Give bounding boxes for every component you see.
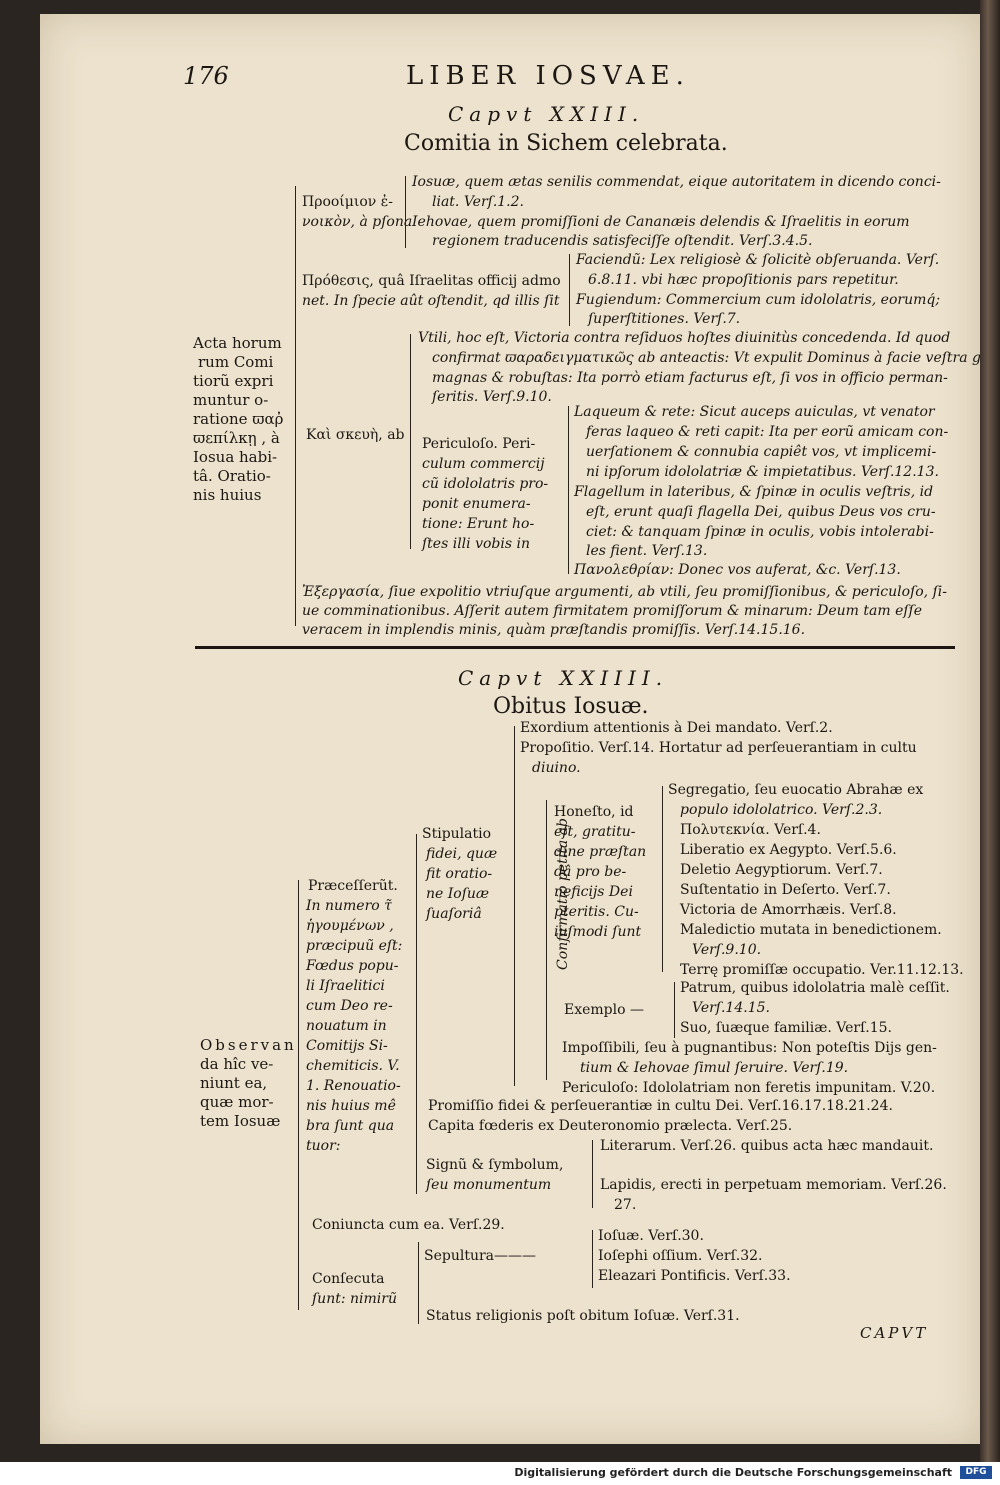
signum-literarum: Literarum. Verſ.26. quibus acta hæc mand… — [600, 1138, 934, 1154]
coniuncta: Coniuncta cum ea. Verſ.29. — [312, 1217, 505, 1233]
panolethria: Πανολεθρίαν: Donec vos auferat, &c. Verſ… — [574, 562, 901, 578]
laqueum-2: feras laqueo & reti capit: Ita per eorũ … — [586, 424, 949, 440]
prooemium-iosuae-1: Iosuæ, quem ætas senilis commendat, eiqu… — [412, 174, 941, 190]
exemplo-patrum-2: Verſ.14.15. — [692, 1000, 770, 1016]
bracket-stipulatio — [514, 726, 515, 1086]
prooemium-label-2: νοικὸν, à pſona — [302, 214, 413, 230]
bracket-prothesis — [569, 254, 570, 326]
laqueum-3: uerſationem & connubia capiêt vos, vt im… — [586, 444, 937, 460]
exordium: Exordium attentionis à Dei mandato. Verſ… — [520, 720, 833, 736]
bracket-signum — [592, 1140, 593, 1208]
prothesis-label-2: net. In ſpecie aût oſtendit, qd illis ſi… — [302, 293, 560, 309]
flagellum-4: les fient. Verſ.13. — [586, 543, 708, 559]
promissio: Promiſſio fidei & perſeuerantiæ in cultu… — [428, 1098, 893, 1114]
bracket-kataskeue — [410, 334, 411, 549]
bracket-observanda — [298, 880, 299, 1310]
exergasia-2: ue comminationibus. Aſſerit autem firmit… — [302, 603, 923, 619]
sepultura-eleazari: Eleazari Pontificis. Verſ.33. — [598, 1268, 791, 1284]
consecuta-label-2: ſunt: nimirũ — [312, 1291, 397, 1307]
chapter-23-title: Comitia in Sichem celebrata. — [404, 131, 728, 156]
utili-4: ſeritis. Verſ.9.10. — [432, 389, 552, 405]
signum-label-1: Signũ & ſymbolum, — [426, 1157, 564, 1173]
exergasia-3: veracem in implendis minis, quàm præſtan… — [302, 622, 806, 638]
impossibili-1: Impoſſibili, ſeu à pugnantibus: Non pote… — [562, 1040, 937, 1056]
bracket-praecesserunt — [416, 834, 417, 1194]
laqueum-4: ni ipſorum idololatriæ & impietatibus. V… — [586, 464, 939, 480]
utili-2: confirmat ϖαραδειγματικῶς ab anteactis: … — [432, 350, 1000, 366]
book-page: 176 LIBER IOSVAE. Capvt XXIII. Comitia i… — [40, 14, 1000, 1444]
flagellum-1: Flagellum in lateribus, & ſpinæ in oculi… — [574, 484, 934, 500]
utili-3: magnas & robuſtas: Ita porrò etiam factu… — [432, 370, 948, 386]
running-title: LIBER IOSVAE. — [406, 61, 690, 91]
exemplo-suo: Suo, ſuæque familiæ. Verſ.15. — [680, 1020, 893, 1036]
bracket-consecuta — [418, 1242, 419, 1324]
prothesis-faciendum-1: Faciendũ: Lex religiosè & ſolicitè obſer… — [576, 252, 940, 268]
prothesis-faciendum-2: 6.8.11. vbi hæc propoſitionis pars repet… — [588, 272, 899, 288]
honesto-segregatio-1: Segregatio, ſeu euocatio Abrahæ ex — [668, 782, 924, 798]
exemplo-label: Exemplo — — [564, 1002, 644, 1018]
dfg-logo: DFG — [960, 1466, 992, 1479]
capita: Capita fœderis ex Deuteronomio prælecta.… — [428, 1118, 793, 1134]
propositio-2: diuino. — [532, 760, 581, 776]
sepultura-label: Sepultura——— — [424, 1248, 537, 1264]
prothesis-fugiendum-1: Fugiendum: Commercium cum idololatris, e… — [576, 292, 941, 308]
honesto-maledictio-2: Verſ.9.10. — [692, 942, 762, 958]
footer-credit: Digitalisierung gefördert durch die Deut… — [514, 1466, 952, 1479]
chapter-24-title: Obitus Iosuæ. — [493, 694, 649, 719]
honesto-maledictio-1: Maledictio mutata in benedictionem. — [680, 922, 942, 938]
prooemium-iehovae-2: regionem traducendis satisfeciſſe oſtend… — [432, 233, 813, 249]
prooemium-iehovae-1: Iehovae, quem promiſſioni de Cananæis de… — [412, 214, 910, 230]
periculoso-ch24: Periculoſo: Idololatriam non feretis imp… — [562, 1080, 936, 1096]
book-spine — [980, 0, 1000, 1485]
bracket-acta — [295, 186, 296, 626]
chapter-24-caput: Capvt XXIIII. — [458, 666, 669, 690]
laqueum-1: Laqueum & rete: Sicut auceps auiculas, v… — [574, 404, 935, 420]
honesto-terrae: Terrę promiſſæ occupatio. Ver.11.12.13. — [680, 962, 964, 978]
signum-lapidis-1: Lapidis, erecti in perpetuam memoriam. V… — [600, 1177, 947, 1193]
honesto-sustentatio: Suſtentatio in Deſerto. Verſ.7. — [680, 882, 891, 898]
bracket-periculoso — [568, 406, 569, 574]
prothesis-fugiendum-2: ſuperſtitiones. Verſ.7. — [588, 311, 741, 327]
sepultura-iosephi: Ioſephi oſſium. Verſ.32. — [598, 1248, 763, 1264]
signum-lapidis-2: 27. — [614, 1197, 637, 1213]
chapter-divider-rule — [195, 646, 955, 649]
honesto-victoria: Victoria de Amorrhæis. Verſ.8. — [680, 902, 897, 918]
prooemium-iosuae-2: liat. Verſ.1.2. — [432, 194, 524, 210]
consecuta-label-1: Conſecuta — [312, 1271, 385, 1287]
exemplo-patrum-1: Patrum, quibus idololatria malè ceſſit. — [680, 980, 950, 996]
impossibili-2: tium & Iehovae ſimul ſeruire. Verſ.19. — [580, 1060, 849, 1076]
status-religionis: Status religionis poſt obitum Ioſuæ. Ver… — [426, 1308, 740, 1324]
exergasia-1: Ἐξεργασία, ſiue expolitio vtriuſque argu… — [302, 584, 947, 600]
utili-1: Vtili, hoc eſt, Victoria contra reſiduos… — [418, 330, 951, 346]
honesto-liberatio: Liberatio ex Aegypto. Verſ.5.6. — [680, 842, 897, 858]
bracket-exemplo — [674, 982, 675, 1038]
prothesis-label-1: Πρόθεσις, quâ Iſraelitas officij admo — [302, 273, 561, 289]
chapter-23-caput: Capvt XXIII. — [448, 102, 645, 126]
honesto-polyteknia: Πολυτεκνία. Verſ.4. — [680, 822, 821, 838]
bracket-sepultura — [592, 1230, 593, 1288]
propositio-1: Propoſitio. Verſ.14. Hortatur ad perſeue… — [520, 740, 917, 756]
footer-bar — [0, 1462, 1000, 1485]
catchword: CAPVT — [860, 1324, 929, 1342]
prooemium-label-1: Προοίμιον ἐ- — [302, 194, 394, 210]
kataskeue-label: Καὶ σκευὴ, ab — [306, 427, 405, 443]
flagellum-2: eſt, erunt quaſi flagella Dei, quibus De… — [586, 504, 936, 520]
sepultura-iosuae: Ioſuæ. Verſ.30. — [598, 1228, 704, 1244]
flagellum-3: ciet: & tanquam ſpinæ in oculis, vobis i… — [586, 524, 934, 540]
bracket-honesto — [662, 786, 663, 972]
signum-label-2: ſeu monumentum — [426, 1177, 552, 1193]
page-number: 176 — [183, 62, 229, 90]
honesto-deletio: Deletio Aegyptiorum. Verſ.7. — [680, 862, 883, 878]
honesto-segregatio-2: populo idololatrico. Verſ.2.3. — [680, 802, 883, 818]
bracket-prooemium — [405, 176, 406, 248]
bracket-confirmatio — [546, 800, 547, 1080]
